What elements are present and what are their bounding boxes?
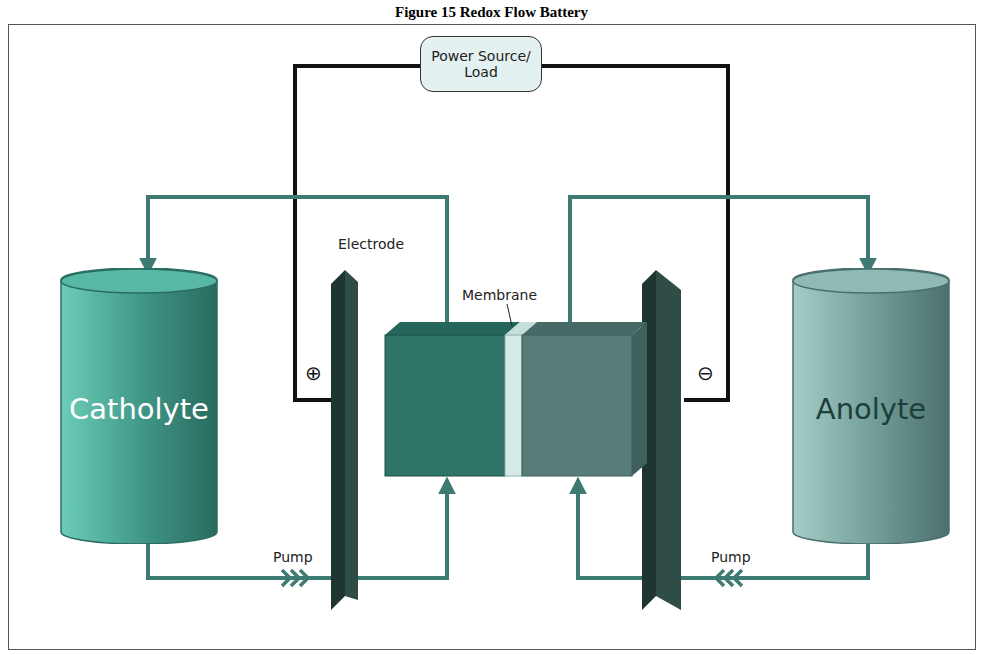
- leader-line: [507, 304, 512, 326]
- polarity-symbol: ⊕: [305, 363, 322, 383]
- node-text: Catholyte: [69, 392, 209, 426]
- node-text: Anolyte: [816, 392, 926, 426]
- pump-symbol: [282, 570, 308, 586]
- polarity-symbol: ⊖: [697, 363, 714, 383]
- electrode-plate: [642, 270, 681, 610]
- anolyte-tank: Anolyte: [792, 268, 950, 544]
- catholyte-tank: Catholyte: [60, 268, 218, 544]
- electrode-plate: [331, 270, 358, 610]
- cell-block: [385, 322, 647, 476]
- power-source-box: Power Source/ Load: [420, 36, 542, 92]
- figure-title: Figure 15 Redox Flow Battery: [395, 4, 588, 21]
- part-label: Membrane: [462, 287, 537, 303]
- part-label: Pump: [273, 549, 313, 565]
- pipes: [148, 197, 868, 578]
- part-label: Pump: [711, 549, 751, 565]
- figure-frame: [9, 25, 976, 650]
- part-label: Electrode: [338, 236, 404, 252]
- pump-symbol: [716, 570, 742, 586]
- node-text: Power Source/ Load: [427, 48, 535, 80]
